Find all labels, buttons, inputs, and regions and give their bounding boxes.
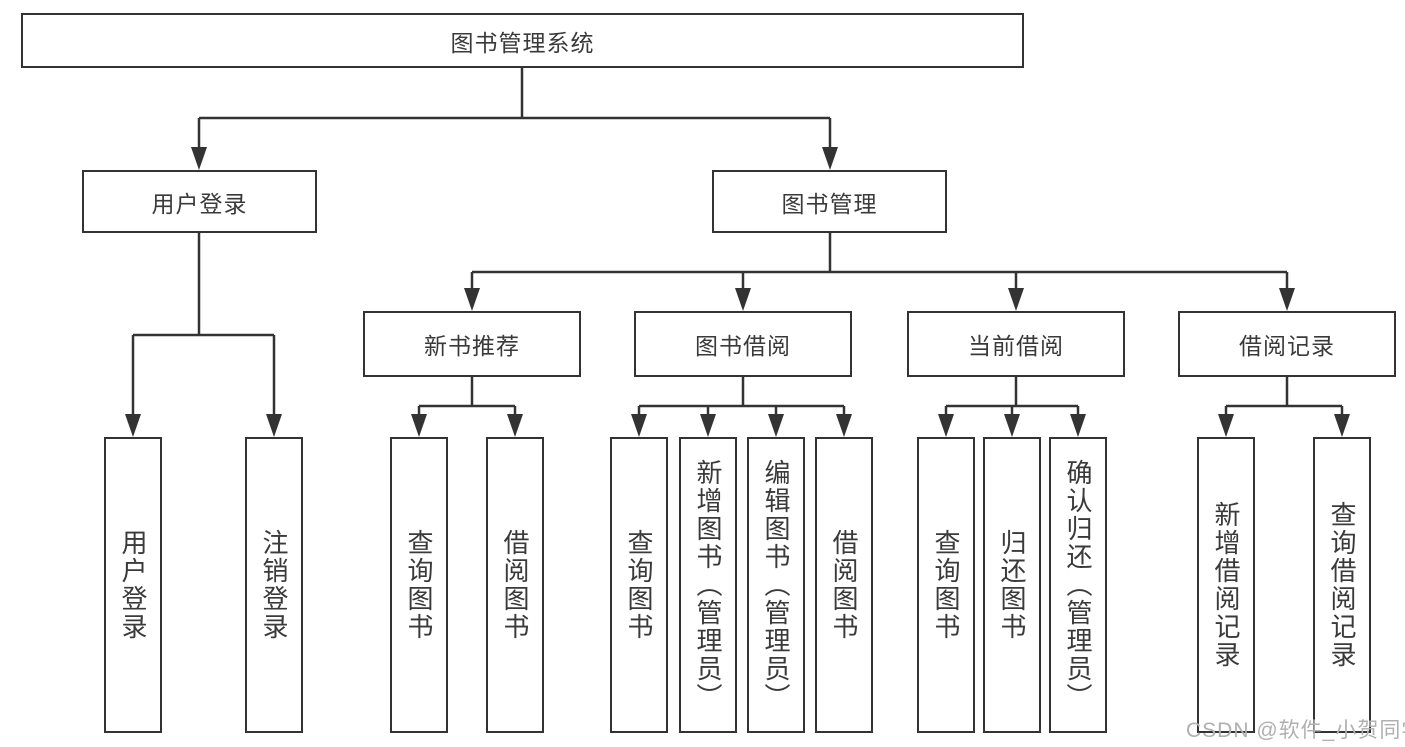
node-label: 查询图书: [404, 529, 434, 641]
node-label: 当前借阅: [968, 333, 1064, 359]
leaf-query-books-borrowing: 查询图书: [610, 437, 668, 733]
node-label: 确认归还（管理员）: [1063, 459, 1093, 711]
node-borrowing-records: 借阅记录: [1178, 311, 1396, 377]
node-label: 新书推荐: [424, 333, 520, 359]
connector-records-to-leaves: [1218, 377, 1350, 437]
leaf-query-books-recommend: 查询图书: [390, 437, 448, 733]
leaf-return-books: 归还图书: [983, 437, 1041, 733]
node-label: 用户登录: [151, 190, 248, 217]
leaf-borrow-books-recommend: 借阅图书: [486, 437, 544, 733]
node-current-borrowing: 当前借阅: [907, 311, 1125, 377]
node-label: 注销登录: [259, 529, 289, 641]
node-label: 编辑图书（管理员）: [761, 459, 791, 711]
connector-current-to-leaves: [938, 377, 1086, 437]
connector-recommend-to-leaves: [411, 377, 523, 437]
leaf-edit-book-admin: 编辑图书（管理员）: [747, 437, 805, 733]
node-label: 归还图书: [997, 529, 1027, 641]
leaf-query-borrow-record: 查询借阅记录: [1313, 437, 1371, 733]
node-label: 用户登录: [118, 529, 148, 641]
node-label: 图书管理系统: [450, 29, 595, 56]
node-label: 查询借阅记录: [1327, 501, 1357, 669]
node-book-borrowing: 图书借阅: [634, 311, 852, 377]
leaf-add-borrow-record: 新增借阅记录: [1197, 437, 1255, 733]
leaf-borrow-books-borrowing: 借阅图书: [815, 437, 873, 733]
node-label: 借阅记录: [1239, 333, 1335, 359]
csdn-watermark: CSDN @软件_小贺同学: [1186, 719, 1405, 742]
connector-userlogin-to-leaves: [125, 233, 282, 437]
node-label: 查询图书: [931, 529, 961, 641]
node-library-management-system: 图书管理系统: [21, 13, 1024, 68]
connector-borrowing-to-leaves: [631, 377, 852, 437]
node-label: 查询图书: [624, 529, 654, 641]
leaf-add-book-admin: 新增图书（管理员）: [679, 437, 737, 733]
node-new-book-recommendation: 新书推荐: [363, 311, 581, 377]
node-label: 借阅图书: [829, 529, 859, 641]
connector-root-to-level2: [191, 68, 838, 170]
node-label: 新增借阅记录: [1211, 501, 1241, 669]
connector-bookmgmt-to-level3: [464, 233, 1295, 311]
node-user-login: 用户登录: [82, 170, 317, 233]
node-label: 新增图书（管理员）: [693, 459, 723, 711]
node-book-management: 图书管理: [712, 170, 947, 233]
leaf-confirm-return-admin: 确认归还（管理员）: [1049, 437, 1107, 733]
node-label: 图书管理: [781, 190, 878, 217]
node-label: 借阅图书: [500, 529, 530, 641]
leaf-logout: 注销登录: [245, 437, 303, 733]
leaf-query-books-current: 查询图书: [917, 437, 975, 733]
leaf-user-login: 用户登录: [104, 437, 162, 733]
node-label: 图书借阅: [695, 333, 791, 359]
